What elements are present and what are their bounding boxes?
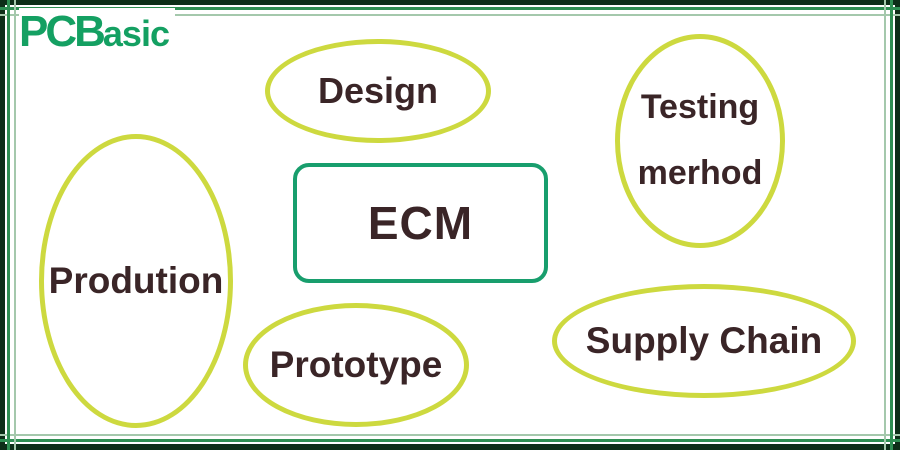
node-prototype: Prototype [243,303,469,427]
node-testing-label-line2: merhod [637,154,763,192]
ecm-label: ECM [367,196,474,249]
frame-line-top-inner [0,14,900,16]
node-production-label: Prodution [48,259,224,301]
frame-line-top-outer [0,7,900,10]
node-design-label: Design [317,70,439,112]
logo-text-secondary: asic [102,13,170,54]
node-testing-label-line1: Testing [640,88,760,127]
frame-line-left-inner [14,0,16,450]
node-design: Design [265,39,491,143]
node-supply-chain: Supply Chain [552,284,856,398]
logo-text-primary: PCB [19,7,106,56]
frame-line-right-outer [890,0,893,450]
node-production: Prodution [39,134,233,428]
node-testing-method: Testing merhod [615,34,785,248]
node-supply-chain-label: Supply Chain [585,319,823,361]
pcbasic-logo: PCB asic [19,8,175,56]
frame-line-left-outer [7,0,10,450]
ecm-center-box: ECM [293,163,548,283]
frame-line-right-inner [884,0,886,450]
frame-line-bottom-outer [0,439,900,442]
frame-line-bottom-inner [0,434,900,436]
node-prototype-label: Prototype [269,343,443,385]
